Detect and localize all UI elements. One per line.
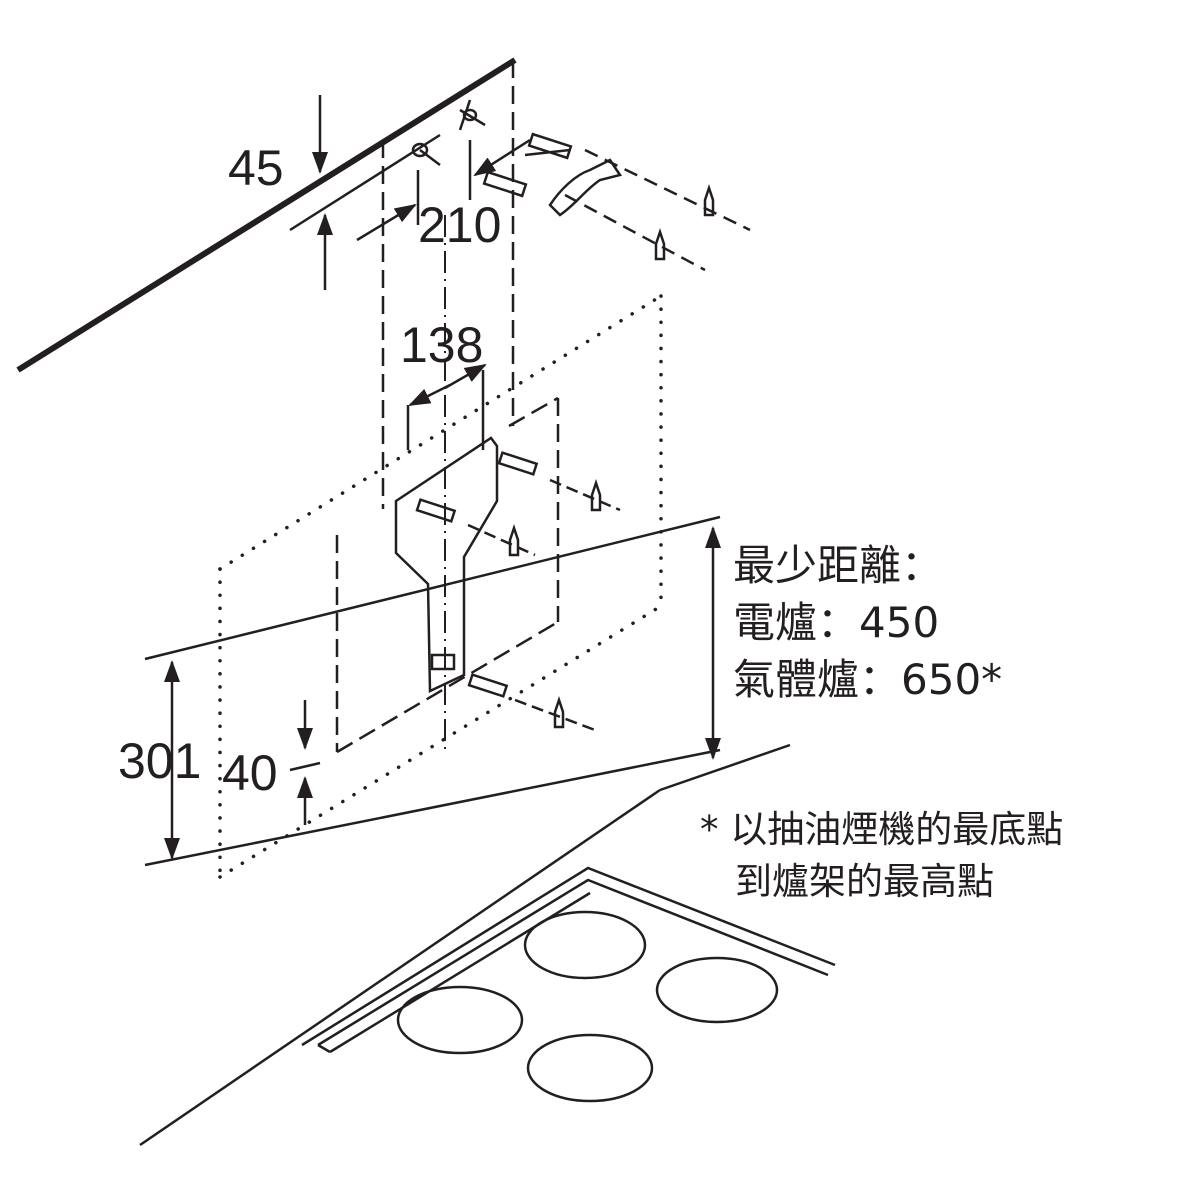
burner [523, 910, 647, 980]
dim-45-label: 45 [228, 140, 284, 196]
countertop-edge [139, 788, 661, 1147]
burner [655, 956, 779, 1024]
hole-reference-line [289, 133, 441, 232]
dim-210-label: 210 [418, 197, 501, 253]
min-distance-electric: 電爐：450 [733, 598, 939, 647]
ceiling-line [16, 57, 517, 373]
top-screws [482, 132, 751, 272]
hood-top-line [144, 515, 721, 661]
dim-210-arrow-right [473, 138, 531, 177]
dim-40-label: 40 [222, 745, 278, 801]
cooktop [301, 866, 836, 1103]
dim-138-arrow-right [444, 363, 487, 390]
dim-210-arrow-left [356, 203, 417, 242]
hood-outline-dotted [218, 294, 663, 879]
dim-138-arrow-left [408, 383, 451, 407]
bracket-slot [430, 653, 456, 671]
dim-301-label: 301 [118, 733, 201, 789]
cooktop-reference-line [659, 743, 791, 792]
top-holes [411, 99, 486, 166]
mounting-area-dashed [335, 396, 560, 754]
footnote-line-2: 到爐架的最高點 [735, 860, 994, 903]
hood-bottom-line [144, 748, 721, 867]
dim-138-label: 138 [400, 317, 483, 373]
min-distance-gas: 氣體爐：650* [733, 655, 1002, 704]
min-distance-title: 最少距離： [733, 541, 943, 590]
bracket-screws [415, 451, 621, 732]
burner [526, 1033, 654, 1103]
burner [396, 985, 524, 1055]
wall-bracket [394, 436, 499, 693]
footnote-line-1: * 以抽油煙機的最底點 [700, 808, 1063, 851]
